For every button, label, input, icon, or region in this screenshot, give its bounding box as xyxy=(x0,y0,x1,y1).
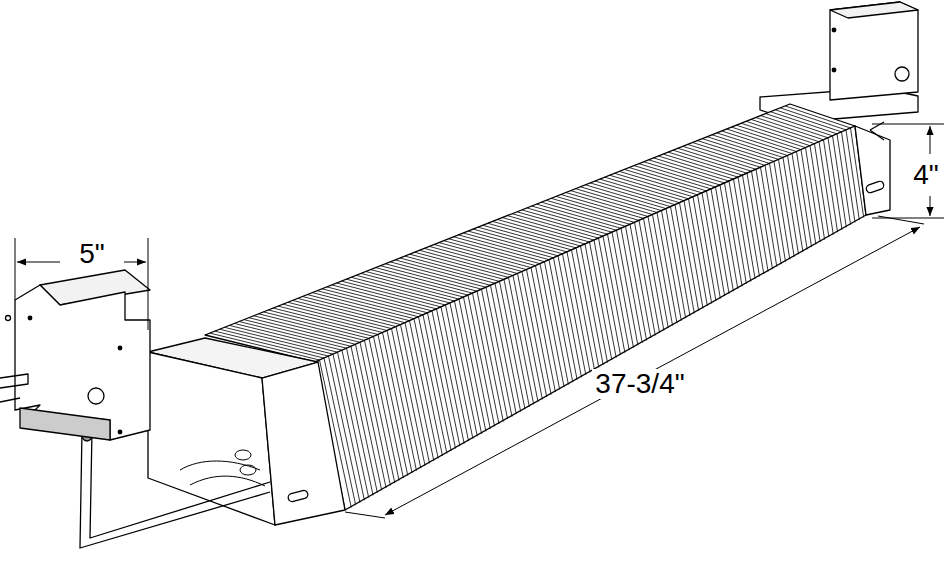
width-dimension xyxy=(15,238,148,330)
mounting-tab xyxy=(20,408,110,440)
left-shroud-front xyxy=(262,362,345,525)
width-dimension-label: 5" xyxy=(76,239,108,270)
slot xyxy=(865,180,885,194)
left-end-plate xyxy=(15,285,150,440)
height-dimension xyxy=(872,124,944,218)
element-leads xyxy=(80,430,270,548)
left-shroud-side xyxy=(148,352,275,525)
right-end-top xyxy=(830,2,918,18)
length-dimension xyxy=(345,216,924,518)
slot xyxy=(287,490,308,503)
knockout-hole xyxy=(895,67,909,81)
knockout-hole xyxy=(88,388,104,404)
height-dimension-label: 4" xyxy=(910,160,942,191)
length-dimension-label: 37-3/4" xyxy=(592,369,687,400)
right-flange xyxy=(855,126,890,215)
right-end-box xyxy=(830,2,918,100)
